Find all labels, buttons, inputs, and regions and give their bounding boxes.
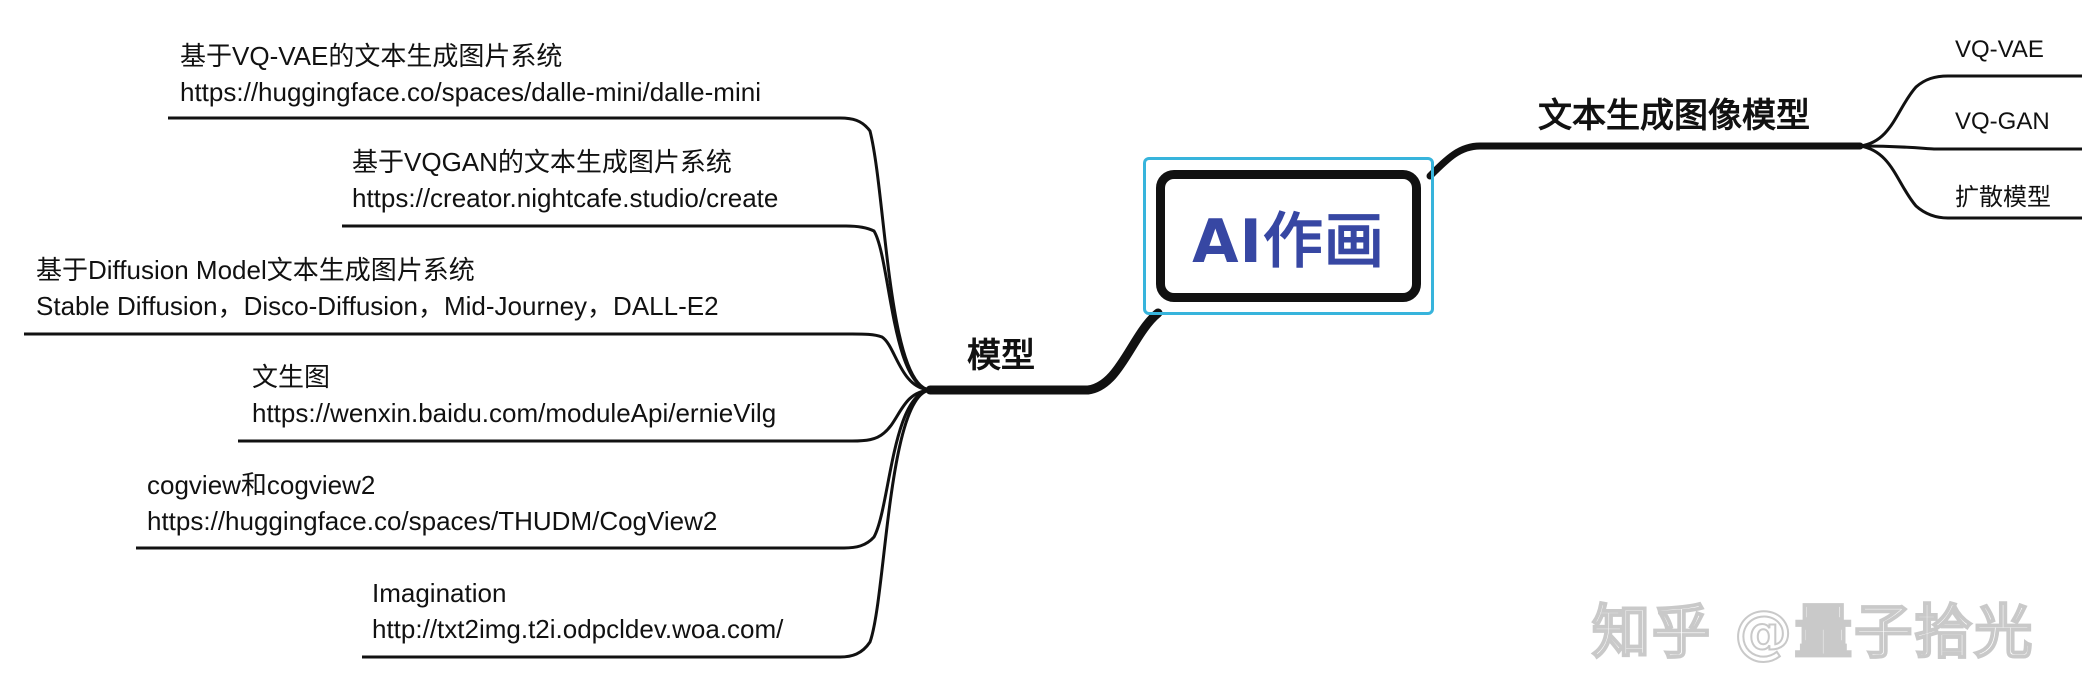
left-item-diffusion[interactable]: 基于Diffusion Model文本生成图片系统 Stable Diffusi… [36,252,719,324]
left-item-wenshengtu[interactable]: 文生图 https://wenxin.baidu.com/moduleApi/e… [252,359,776,431]
right-leaf-vq-gan[interactable]: VQ-GAN [1955,108,2050,135]
left-item-cogview-title: cogview和cogview2 [147,470,376,500]
center-node-selection[interactable]: AI作画 [1143,157,1434,315]
connector-left-item-1 [168,116,931,392]
connector-left-item-3 [24,332,931,392]
connector-left-item-2 [342,224,931,392]
right-leaf-diffusion-model[interactable]: 扩散模型 [1955,184,2051,211]
left-item-imagination-title: Imagination [372,578,507,608]
left-item-cogview[interactable]: cogview和cogview2 https://huggingface.co/… [147,467,717,539]
center-node[interactable]: AI作画 [1156,170,1421,302]
left-branch-title[interactable]: 模型 [967,337,1035,375]
connector-center-left [925,308,1163,395]
right-branch-title[interactable]: 文本生成图像模型 [1538,97,1810,135]
zhihu-watermark: 知乎 @量子拾光 [1591,597,2035,667]
left-item-diffusion-models: Stable Diffusion，Disco-Diffusion，Mid-Jou… [36,291,719,321]
connector-left-item-4 [238,388,931,443]
left-item-vqgan[interactable]: 基于VQGAN的文本生成图片系统 https://creator.nightca… [352,144,778,216]
left-item-vqgan-link[interactable]: https://creator.nightcafe.studio/create [352,183,779,213]
connector-left-item-6 [362,388,931,659]
left-item-vq-vae-link[interactable]: https://huggingface.co/spaces/dalle-mini… [180,77,761,107]
left-item-vq-vae-title: 基于VQ-VAE的文本生成图片系统 [180,41,563,71]
center-node-title: AI作画 [1192,206,1385,277]
left-item-cogview-link[interactable]: https://huggingface.co/spaces/THUDM/CogV… [147,506,718,536]
right-leaf-vq-vae[interactable]: VQ-VAE [1955,36,2044,63]
connector-left-item-5 [136,388,931,550]
connector-center-right [1426,142,1864,180]
left-item-imagination[interactable]: Imagination http://txt2img.t2i.odpcldev.… [372,575,783,647]
left-item-vqgan-title: 基于VQGAN的文本生成图片系统 [352,147,732,177]
left-item-diffusion-title: 基于Diffusion Model文本生成图片系统 [36,255,475,285]
connector-right-diffusion [1859,144,2082,220]
left-item-imagination-link[interactable]: http://txt2img.t2i.odpcldev.woa.com/ [372,614,784,644]
left-item-wenshengtu-title: 文生图 [252,362,331,392]
left-item-wenshengtu-link[interactable]: https://wenxin.baidu.com/moduleApi/ernie… [252,398,777,428]
left-item-vq-vae[interactable]: 基于VQ-VAE的文本生成图片系统 https://huggingface.co… [180,38,761,110]
connector-right-vqvae [1859,74,2082,148]
connector-right-vqgan [1859,144,2082,151]
